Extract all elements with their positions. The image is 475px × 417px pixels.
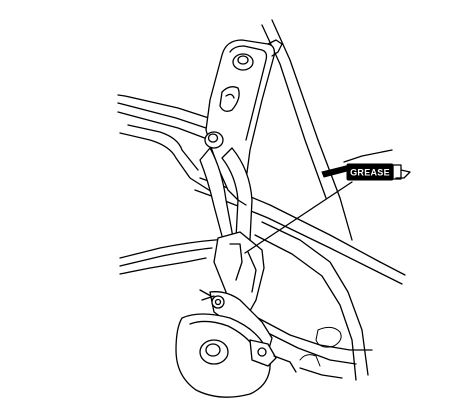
grease-gun-lever — [343, 149, 393, 163]
grease-label: GREASE — [350, 168, 390, 178]
hood-bumper — [175, 313, 297, 398]
grease-gun-end-cap — [392, 164, 402, 180]
grease-gun-callout: GREASE — [244, 149, 411, 254]
leader-line — [244, 181, 353, 254]
grease-gun-handle — [395, 169, 411, 179]
grease-gun-nozzle — [321, 165, 348, 178]
